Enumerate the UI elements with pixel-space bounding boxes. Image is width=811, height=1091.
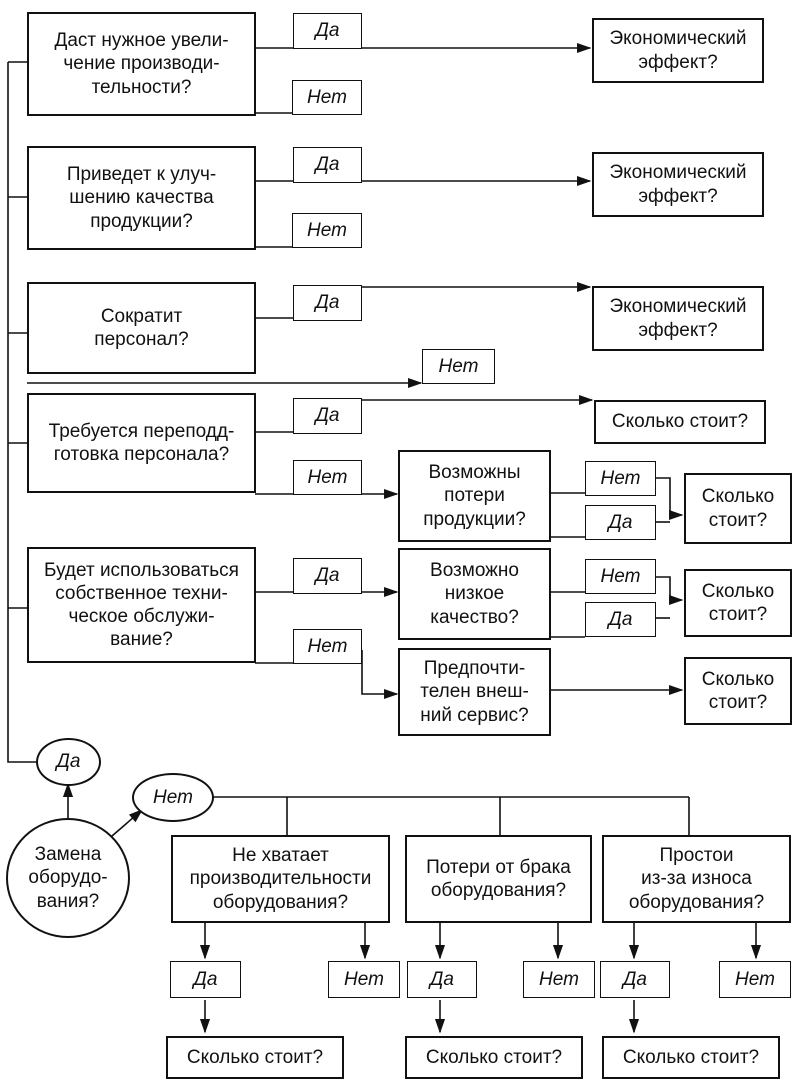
tag-yes-b3: Да [600, 961, 670, 998]
question-retraining: Требуется переподд- готовка персонала? [27, 393, 256, 493]
tag-yes-1: Да [293, 13, 362, 49]
oval-replace-equipment-text: Замена оборудо- вания? [28, 844, 108, 912]
tag-no-loss: Нет [585, 461, 656, 496]
question-insufficient-capacity: Не хватает производительности оборудован… [171, 835, 390, 923]
tag-no-b1: Нет [328, 961, 400, 998]
tag-no-lowq: Нет [585, 559, 656, 594]
economic-effect-1: Экономический эффект? [592, 18, 764, 83]
cost-box-capacity-text: Сколько стоит? [186, 1046, 324, 1068]
cost-box-downtime: Сколько стоит? [602, 1036, 780, 1079]
tag-no-5: Нет [293, 629, 362, 664]
question-productivity: Даст нужное увели- чение производи- тель… [27, 12, 256, 116]
tag-yes-4: Да [293, 398, 362, 434]
cost-box-retraining-text: Сколько стоит? [611, 411, 749, 433]
question-quality: Приведет к улуч- шению качества продукци… [27, 146, 256, 250]
economic-effect-2: Экономический эффект? [592, 152, 764, 217]
tag-yes-loss: Да [585, 505, 656, 540]
tag-no-b3: Нет [719, 961, 791, 998]
economic-effect-1-text: Экономический эффект? [609, 28, 747, 73]
cost-box-retraining: Сколько стоит? [594, 400, 766, 444]
question-external-service-text: Предпочти- телен внеш- ний сервис? [420, 658, 529, 726]
question-low-quality: Возможно низкое качество? [398, 548, 551, 640]
question-insufficient-capacity-text: Не хватает производительности оборудован… [189, 845, 372, 913]
question-low-quality-text: Возможно низкое качество? [430, 560, 519, 628]
oval-no: Нет [132, 773, 214, 822]
oval-replace-equipment: Замена оборудо- вания? [6, 818, 130, 938]
cost-box-lowq: Сколько стоит? [684, 569, 792, 637]
economic-effect-2-text: Экономический эффект? [609, 162, 747, 207]
cost-box-lowq-text: Сколько стоит? [701, 580, 775, 625]
question-own-maintenance-text: Будет использоваться собственное техни- … [44, 559, 239, 651]
question-wear-downtime: Простои из-за износа оборудования? [602, 835, 791, 923]
cost-box-ext: Сколько стоит? [684, 657, 792, 725]
tag-yes-5: Да [293, 558, 362, 594]
tag-no-b2: Нет [523, 961, 595, 998]
question-quality-text: Приведет к улуч- шению качества продукци… [66, 164, 217, 232]
cost-box-defects: Сколько стоит? [405, 1036, 583, 1079]
oval-yes: Да [36, 738, 101, 786]
question-external-service: Предпочти- телен внеш- ний сервис? [398, 648, 551, 736]
cost-box-capacity: Сколько стоит? [166, 1036, 344, 1079]
cost-box-defects-text: Сколько стоит? [425, 1046, 563, 1068]
tag-yes-b2: Да [407, 961, 477, 998]
question-staff-cut: Сократит персонал? [27, 282, 256, 374]
tag-no-1: Нет [292, 80, 362, 115]
question-defect-losses-text: Потери от брака оборудования? [426, 856, 571, 901]
cost-box-loss: Сколько стоит? [684, 473, 792, 544]
tag-yes-lowq: Да [585, 602, 656, 637]
cost-box-ext-text: Сколько стоит? [701, 668, 775, 713]
cost-box-loss-text: Сколько стоит? [701, 486, 775, 531]
cost-box-downtime-text: Сколько стоит? [622, 1046, 760, 1068]
tag-no-2: Нет [292, 213, 362, 248]
tag-yes-b1: Да [170, 961, 241, 998]
question-wear-downtime-text: Простои из-за износа оборудования? [628, 845, 765, 913]
tag-yes-2: Да [293, 147, 362, 183]
question-staff-cut-text: Сократит персонал? [94, 305, 189, 350]
tag-no-3: Нет [422, 349, 495, 384]
question-retraining-text: Требуется переподд- готовка персонала? [48, 420, 235, 465]
question-product-loss-text: Возможны потери продукции? [423, 462, 526, 530]
question-product-loss: Возможны потери продукции? [398, 450, 551, 542]
tag-yes-3: Да [293, 285, 362, 321]
tag-no-4: Нет [293, 460, 362, 495]
economic-effect-3: Экономический эффект? [592, 286, 764, 351]
question-own-maintenance: Будет использоваться собственное техни- … [27, 547, 256, 663]
question-defect-losses: Потери от брака оборудования? [405, 835, 592, 923]
economic-effect-3-text: Экономический эффект? [609, 296, 747, 341]
question-productivity-text: Даст нужное увели- чение производи- тель… [54, 30, 229, 98]
